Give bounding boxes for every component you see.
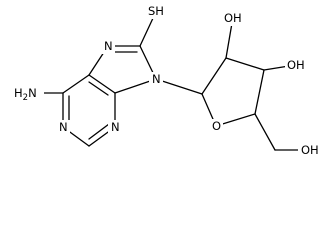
bond-c1prime-c2prime [201,57,227,95]
bond-c3prime-oh [263,65,290,71]
n7-label: N [104,39,113,53]
bond-c5-c6 [62,74,90,94]
n3-label: N [111,120,120,134]
atom-labels: H2N SH N N N N O OH OH OH [12,3,322,158]
bond-c3prime-c4prime [254,69,265,115]
hydroxyl-2-label: OH [224,11,242,25]
ring-oxygen-label: O [212,119,221,133]
n1-label: N [59,120,68,134]
bond-c2prime-oh [225,22,233,59]
chemical-structure-diagram: H2N SH N N N N O OH OH OH [12,3,322,158]
bond-c8-sh [139,15,155,47]
bond-c4-c5 [88,74,116,94]
hydroxyl-5-label: OH [301,143,319,157]
bond-network [38,15,301,151]
bond-c4prime-c5prime [254,113,276,151]
hydroxyl-3-label: OH [287,58,305,72]
n9-label: N [152,72,161,86]
thiol-label: SH [148,4,164,18]
bond-c4-c5-inner [88,81,109,96]
bond-n9-c1prime [155,78,203,95]
bond-c2-n3-inner [88,123,110,140]
amine-label: H2N [14,86,37,103]
bond-c2prime-c3prime [225,57,265,71]
